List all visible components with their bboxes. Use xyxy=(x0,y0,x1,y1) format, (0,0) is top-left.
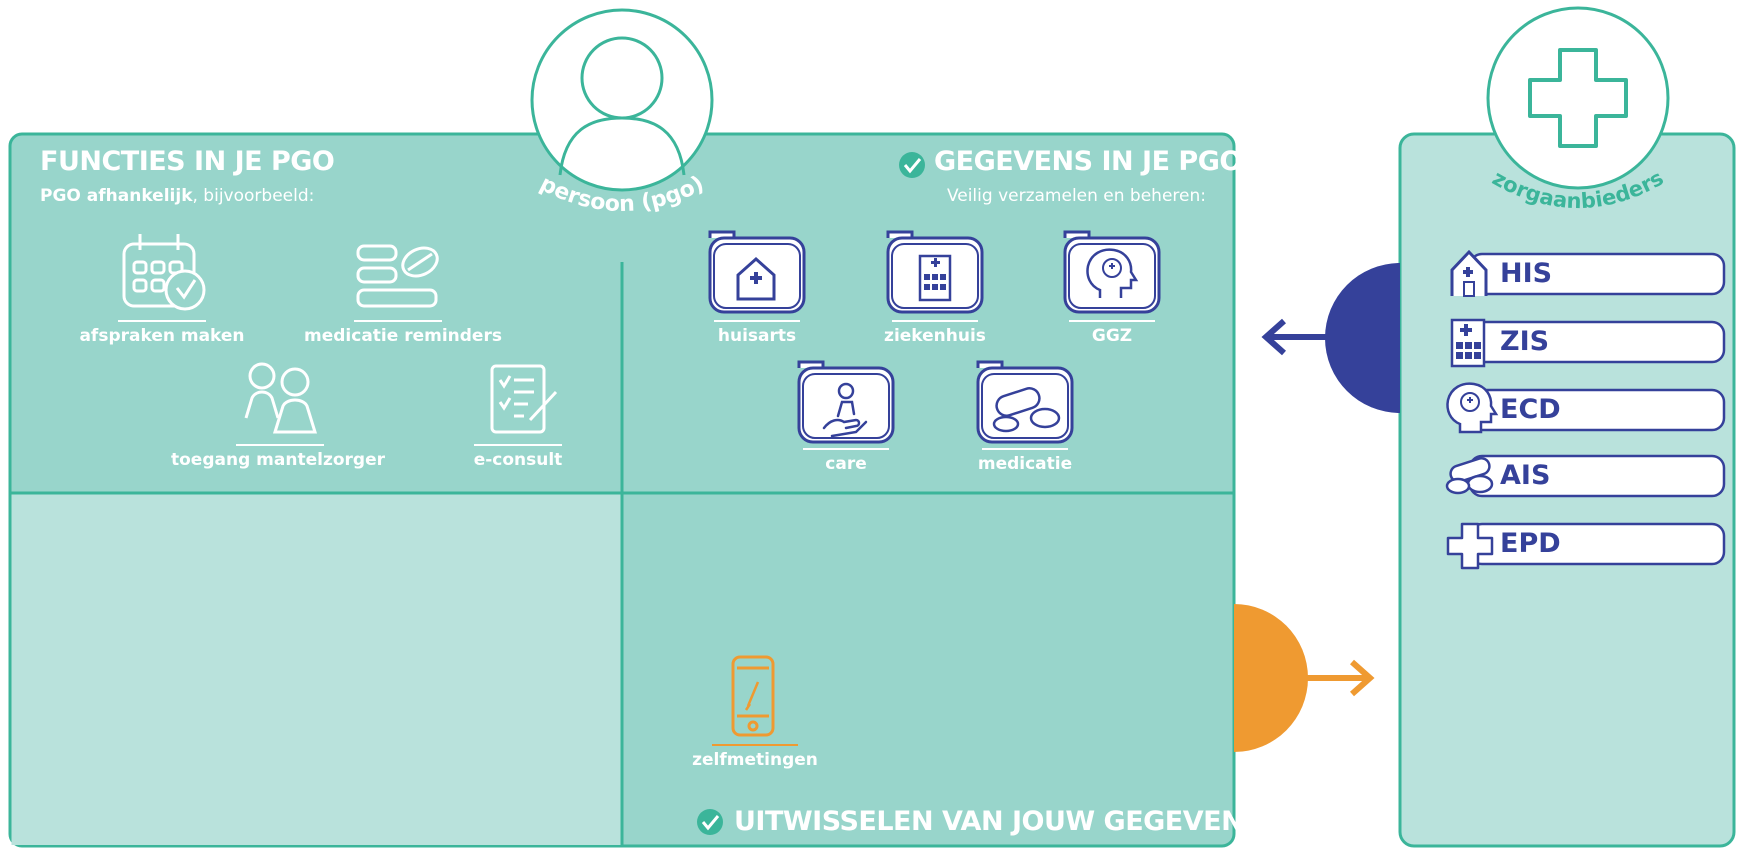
data-label: huisarts xyxy=(717,326,797,346)
data-label: care xyxy=(825,454,867,474)
caregiver-people-icon xyxy=(244,362,318,434)
functions-title: FUNCTIES IN JE PGO xyxy=(40,146,335,177)
data-label: GGZ xyxy=(1091,326,1133,346)
person-circle xyxy=(530,8,714,192)
data-label: ziekenhuis xyxy=(884,326,986,346)
hospital-folder-icon xyxy=(886,230,984,314)
function-label: toegang mantelzorger xyxy=(171,450,385,470)
clipboard-pen-icon xyxy=(490,364,558,434)
navy-half-circle xyxy=(1325,263,1400,413)
pills-icon xyxy=(1445,457,1494,495)
care-folder-icon xyxy=(797,360,895,444)
function-label: e-consult xyxy=(473,450,563,470)
data-label: medicatie xyxy=(977,454,1073,474)
underline xyxy=(712,744,798,746)
system-label-epd: EPD xyxy=(1500,528,1561,559)
calendar-clock-icon xyxy=(122,234,206,311)
check-badge-icon xyxy=(697,809,723,835)
mental-health-folder-icon xyxy=(1063,230,1161,314)
person-icon xyxy=(558,36,686,176)
orange-arrow-head xyxy=(1350,659,1375,697)
data-subtitle: Veilig verzamelen en beheren: xyxy=(946,186,1206,206)
underline xyxy=(118,320,206,322)
underline xyxy=(474,444,562,446)
underline xyxy=(1069,320,1155,322)
underline xyxy=(803,448,889,450)
medication-list-icon xyxy=(356,244,439,308)
smartphone-icon xyxy=(731,655,775,737)
functions-subtitle-rest: , bijvoorbeeld: xyxy=(192,186,315,206)
providers-circle xyxy=(1486,6,1670,190)
navy-arrow-head xyxy=(1261,318,1286,356)
system-label-his: HIS xyxy=(1500,258,1553,289)
underline xyxy=(354,320,442,322)
function-label: medicatie reminders xyxy=(304,326,502,346)
orange-half-circle xyxy=(1234,604,1308,752)
underline xyxy=(236,444,324,446)
system-label-ecd: ECD xyxy=(1500,394,1561,425)
underline xyxy=(714,320,800,322)
empty-quadrant xyxy=(11,493,622,845)
mental-health-icon xyxy=(1446,382,1499,434)
underline xyxy=(982,448,1068,450)
exchange-title: UITWISSELEN VAN JOUW GEGEVENS xyxy=(734,806,1263,837)
underline xyxy=(892,320,978,322)
data-title: GEGEVENS IN JE PGO xyxy=(934,146,1242,177)
system-label-ais: AIS xyxy=(1500,460,1551,491)
function-label: afspraken maken xyxy=(79,326,245,346)
house-icon xyxy=(1450,249,1488,297)
functions-subtitle-bold: PGO afhankelijk xyxy=(40,186,193,206)
check-badge-icon xyxy=(899,152,925,178)
hospital-icon xyxy=(1450,318,1486,368)
functions-subtitle: PGO afhankelijk, bijvoorbeeld: xyxy=(40,186,314,206)
pills-folder-icon xyxy=(976,360,1074,444)
cross-icon xyxy=(1446,522,1494,570)
medical-cross-icon xyxy=(1528,48,1628,148)
system-label-zis: ZIS xyxy=(1500,326,1550,357)
house-folder-icon xyxy=(708,230,806,314)
selfmeasure-label: zelfmetingen xyxy=(692,750,818,770)
